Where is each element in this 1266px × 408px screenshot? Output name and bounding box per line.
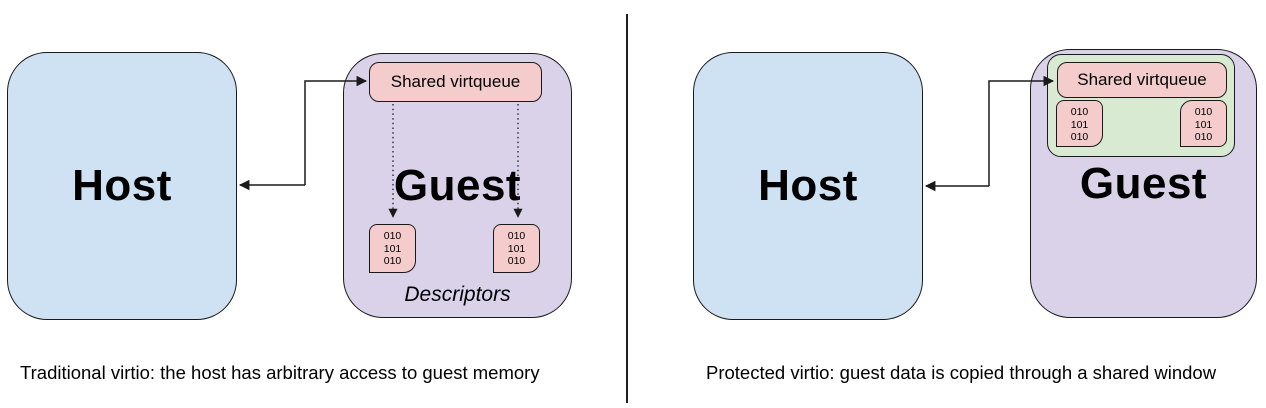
left-descriptor-box-2: 010 101 010 [493, 224, 540, 273]
left-host-box: Host [7, 52, 237, 320]
left-panel-caption: Traditional virtio: the host has arbitra… [20, 362, 540, 383]
panel-divider-line [626, 14, 628, 403]
right-shared-virtqueue-box: Shared virtqueue [1057, 62, 1227, 98]
right-descriptor-bits-1: 010 101 010 [1070, 106, 1089, 143]
right-descriptor-box-2: 010 101 010 [1180, 100, 1227, 147]
right-descriptor-box-1: 010 101 010 [1056, 100, 1103, 147]
left-host-label: Host [72, 161, 172, 210]
left-descriptors-caption: Descriptors [404, 283, 511, 306]
right-descriptor-bits-2: 010 101 010 [1194, 106, 1213, 143]
left-descriptor-box-1: 010 101 010 [369, 224, 416, 273]
left-descriptor-bits-2: 010 101 010 [507, 230, 526, 267]
left-shared-virtqueue-label: Shared virtqueue [390, 72, 521, 91]
left-descriptor-bits-1: 010 101 010 [383, 230, 402, 267]
right-host-box: Host [693, 52, 923, 320]
left-guest-label: Guest [393, 160, 522, 210]
left-shared-virtqueue-box: Shared virtqueue [369, 62, 542, 102]
right-shared-virtqueue-label: Shared virtqueue [1077, 70, 1207, 89]
right-host-label: Host [758, 161, 858, 210]
right-panel-caption: Protected virtio: guest data is copied t… [706, 362, 1217, 383]
right-guest-label: Guest [1079, 158, 1208, 208]
